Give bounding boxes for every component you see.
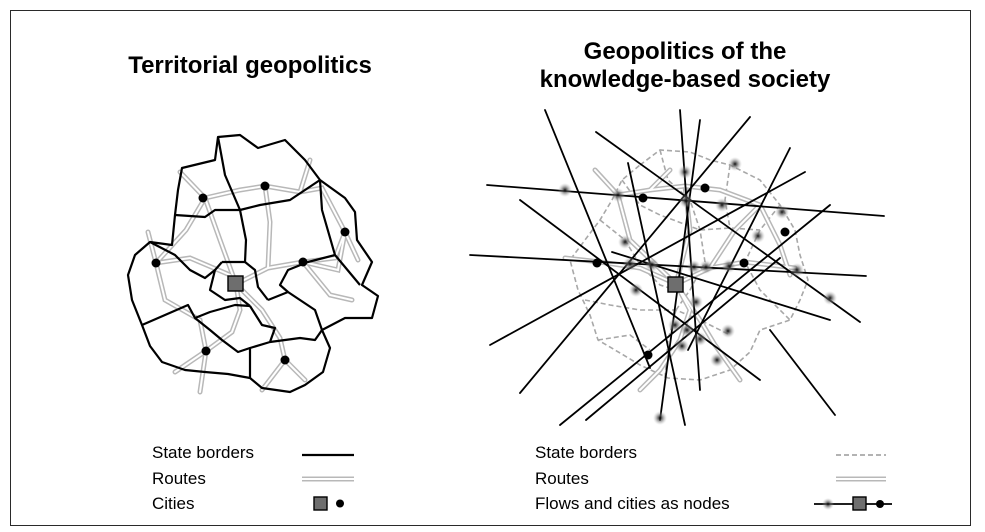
right-legend-flow-node-icon [814,496,892,511]
left-state-borders [126,133,380,394]
left-legend-symbols [302,453,354,511]
right-map [469,109,885,426]
left-map [126,133,380,395]
right-legend-routes-label: Routes [535,469,589,488]
right-capital-square [667,276,684,293]
right-legend-flows-label: Flows and cities as nodes [535,494,730,513]
right-legend-state-borders-label: State borders [535,443,638,462]
right-flow-lines [469,109,885,426]
left-legend-state-borders-label: State borders [152,443,255,462]
right-legend-symbols [814,454,892,511]
right-title-line2: knowledge-based society [539,66,831,93]
right-title: Geopolitics of the knowledge-based socie… [480,38,890,94]
left-cities [151,181,350,365]
left-legend-routes-label: Routes [152,469,206,488]
left-legend-cities-label: Cities [152,494,195,513]
figure-frame [10,10,971,526]
left-legend-capital-icon [313,496,328,511]
right-title-line1: Geopolitics of the [583,38,787,65]
left-capital-square [227,275,244,292]
left-legend-city-dot-icon [336,499,344,508]
right-nodes [558,157,837,425]
left-title: Territorial geopolitics [128,52,372,79]
